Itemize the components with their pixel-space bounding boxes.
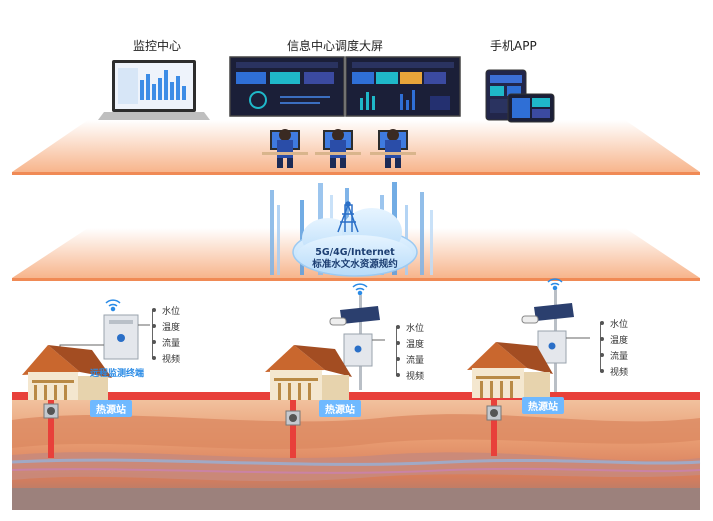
- sensor-label: 温度: [162, 322, 181, 333]
- wifi-icon: [547, 278, 563, 291]
- mobile-app-icon: [485, 69, 555, 123]
- bullet-icon: [152, 356, 156, 360]
- sensor-label: 水位: [406, 323, 425, 334]
- network-protocol-line1: 5G/4G/Internet: [315, 247, 395, 258]
- wifi-icon: [352, 283, 368, 296]
- sensor-item: 温度: [396, 335, 424, 351]
- operators-icon: [262, 129, 416, 168]
- dispatch-screen-title: 信息中心调度大屏: [287, 39, 384, 53]
- bullet-icon: [396, 373, 400, 377]
- station-3-sensors: 水位 温度 流量 视频: [600, 315, 628, 379]
- cloud-icon: [292, 208, 418, 277]
- mobile-app-title: 手机APP: [490, 39, 537, 53]
- station-2-illustration: [265, 283, 385, 458]
- sensor-label: 水位: [610, 319, 629, 330]
- sensor-item: 水位: [152, 302, 180, 318]
- heat-pipeline: [12, 392, 700, 400]
- station-1-tag: 热源站: [90, 400, 132, 417]
- monitor-center-title: 监控中心: [133, 39, 182, 53]
- sensor-label: 流量: [162, 338, 181, 349]
- station-3-illustration: [467, 278, 590, 456]
- sensor-label: 流量: [406, 355, 425, 366]
- dispatch-screens-icon: [229, 56, 461, 117]
- station-1-sensors: 水位 温度 流量 视频: [152, 302, 180, 366]
- sensor-label: 视频: [610, 367, 629, 378]
- sensor-item: 视频: [396, 367, 424, 383]
- sensor-label: 流量: [610, 351, 629, 362]
- sensor-item: 视频: [152, 350, 180, 366]
- sensor-item: 水位: [600, 315, 628, 331]
- bullet-icon: [600, 369, 604, 373]
- station-2-tag: 热源站: [319, 400, 361, 417]
- sensor-bracket: [396, 326, 397, 376]
- bullet-icon: [152, 340, 156, 344]
- sensor-bracket: [152, 309, 153, 359]
- bullet-icon: [396, 341, 400, 345]
- laptop-icon: [98, 60, 210, 120]
- bullet-icon: [396, 325, 400, 329]
- bullet-icon: [600, 337, 604, 341]
- bullet-icon: [600, 353, 604, 357]
- sensor-label: 视频: [162, 354, 181, 365]
- sensor-label: 温度: [610, 335, 629, 346]
- sensor-item: 流量: [600, 347, 628, 363]
- bullet-icon: [152, 324, 156, 328]
- sensor-item: 视频: [600, 363, 628, 379]
- network-protocol-line2: 标准水文水资源规约: [312, 259, 398, 270]
- sensor-item: 水位: [396, 319, 424, 335]
- sensor-item: 温度: [600, 331, 628, 347]
- sensor-label: 视频: [406, 371, 425, 382]
- remote-terminal-label: 远程监测终端: [90, 369, 145, 379]
- station-3-tag: 热源站: [522, 397, 564, 414]
- sensor-bracket: [600, 322, 601, 372]
- sensor-label: 温度: [406, 339, 425, 350]
- sensor-item: 流量: [152, 334, 180, 350]
- bullet-icon: [396, 357, 400, 361]
- top-platform: [12, 120, 700, 172]
- signal-tower-icon: [337, 201, 359, 233]
- wifi-icon: [105, 299, 121, 312]
- sensor-item: 流量: [396, 351, 424, 367]
- bullet-icon: [152, 308, 156, 312]
- station-2-sensors: 水位 温度 流量 视频: [396, 319, 424, 383]
- bullet-icon: [600, 321, 604, 325]
- sensor-item: 温度: [152, 318, 180, 334]
- network-label: 5G/4G/Internet 标准水文水资源规约: [300, 247, 410, 271]
- sensor-label: 水位: [162, 306, 181, 317]
- station-1-illustration: [22, 299, 150, 458]
